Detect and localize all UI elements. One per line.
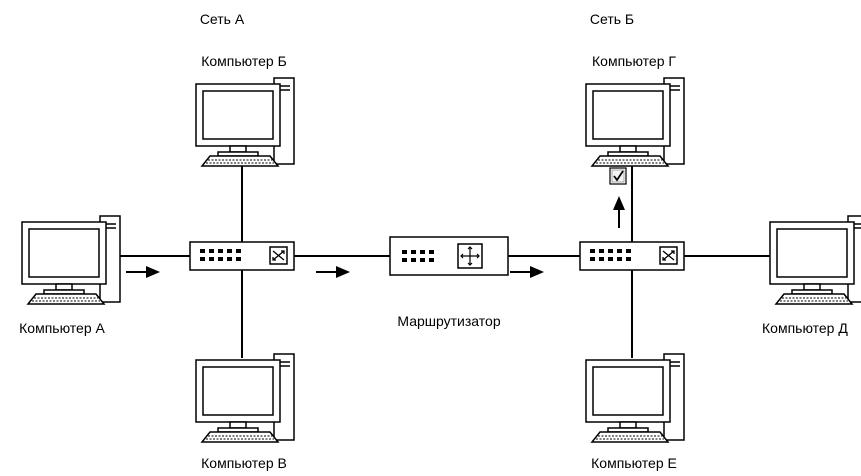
- arrow-up-icon: [613, 196, 625, 228]
- network-a-label: Сеть А: [200, 11, 245, 27]
- computer-e-icon: [585, 353, 685, 443]
- links: [118, 160, 770, 358]
- computer-v-label: Компьютер В: [201, 455, 287, 471]
- arrow-icon: [315, 265, 351, 279]
- network-b-label: Сеть Б: [590, 11, 634, 27]
- computer-b-label: Компьютер Б: [201, 53, 287, 69]
- router-label: Маршрутизатор: [397, 313, 500, 329]
- checkbox-checked-icon: [609, 167, 627, 185]
- computer-v-icon: [195, 353, 295, 443]
- router-icon: [389, 236, 509, 276]
- arrow-icon: [509, 265, 545, 279]
- computer-d-icon: [769, 215, 861, 305]
- computer-b-icon: [195, 77, 295, 167]
- computer-e-label: Компьютер Е: [591, 455, 677, 471]
- computer-g-label: Компьютер Г: [592, 53, 676, 69]
- computer-a-icon: [21, 215, 121, 305]
- arrow-icon: [125, 265, 161, 279]
- switch-b-icon: [579, 241, 685, 271]
- computer-d-label: Компьютер Д: [762, 320, 848, 336]
- switch-a-icon: [189, 241, 295, 271]
- computer-a-label: Компьютер А: [19, 320, 105, 336]
- computer-g-icon: [585, 77, 685, 167]
